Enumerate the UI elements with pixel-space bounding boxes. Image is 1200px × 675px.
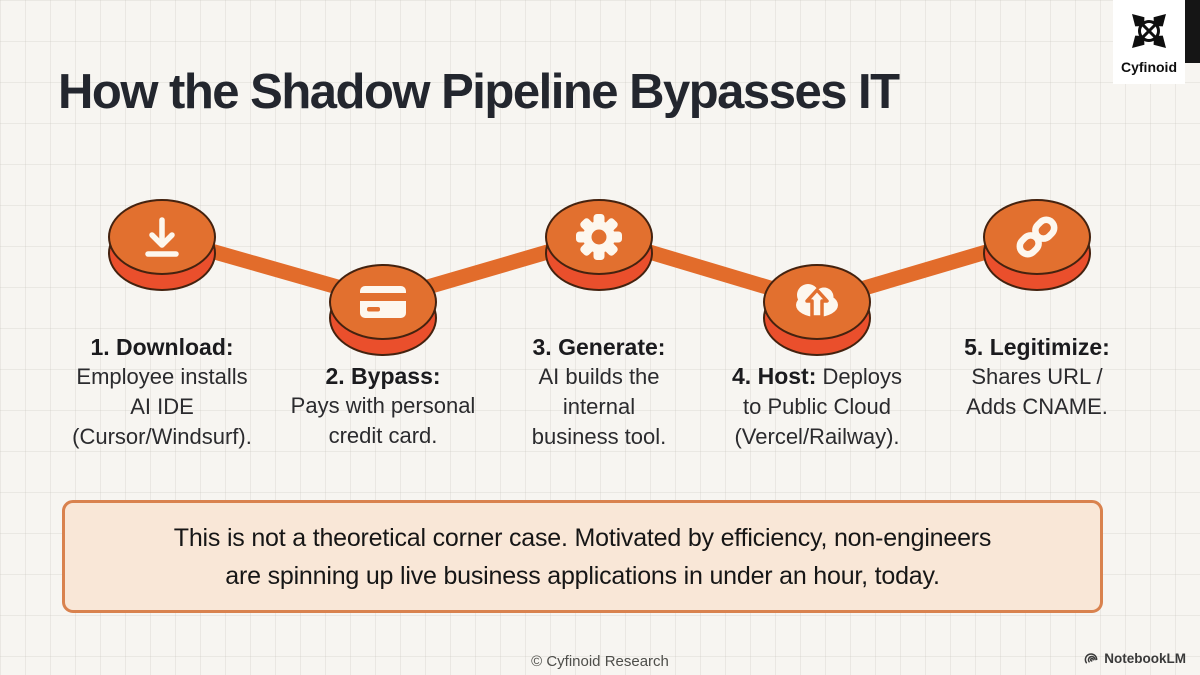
gear-icon: [576, 214, 622, 260]
step-1-heading: 1. Download:: [90, 334, 234, 360]
step-3-disc: [545, 199, 653, 293]
notebooklm-label: NotebookLM: [1104, 651, 1186, 666]
step-5-heading: 5. Legitimize:: [964, 334, 1110, 360]
step-1-disc: [108, 199, 216, 293]
notebooklm-watermark: NotebookLM: [1084, 651, 1186, 666]
step-4-text: 4. Host: Deploys to Public Cloud (Vercel…: [732, 363, 902, 449]
disc-face: [329, 264, 437, 340]
notebooklm-icon: [1084, 653, 1098, 664]
step-5-disc: [983, 199, 1091, 293]
step-2-heading: 2. Bypass:: [325, 363, 441, 389]
cyfinoid-logo-icon: [1132, 14, 1166, 48]
link-icon: [1016, 216, 1058, 258]
step-3-heading: 3. Generate:: [532, 334, 666, 360]
step-1-text: 1. Download: Employee installs AI IDE (C…: [47, 332, 277, 452]
step-3-text: 3. Generate: AI builds the internal busi…: [489, 332, 709, 452]
cyfinoid-logo-text: Cyfinoid: [1121, 59, 1177, 75]
cloud-upload-icon: [796, 284, 838, 319]
credit-card-icon: [360, 286, 406, 318]
callout-box: This is not a theoretical corner case. M…: [62, 500, 1103, 613]
page-title: How the Shadow Pipeline Bypasses IT: [58, 65, 900, 119]
step-5-text: 5. Legitimize: Shares URL / Adds CNAME.: [927, 332, 1147, 422]
step-4-heading: 4. Host:: [732, 363, 817, 389]
callout-line-2: are spinning up live business applicatio…: [225, 561, 940, 590]
callout-line-1: This is not a theoretical corner case. M…: [173, 523, 992, 552]
download-icon: [145, 217, 179, 257]
step-2-text: 2. Bypass: Pays with personal credit car…: [263, 361, 503, 451]
step-2-disc: [329, 264, 437, 358]
cyfinoid-logo: Cyfinoid: [1113, 0, 1185, 84]
step-4-disc: [763, 264, 871, 358]
corner-black-strip: [1185, 0, 1200, 63]
footer-credit: © Cyfinoid Research: [531, 653, 669, 670]
